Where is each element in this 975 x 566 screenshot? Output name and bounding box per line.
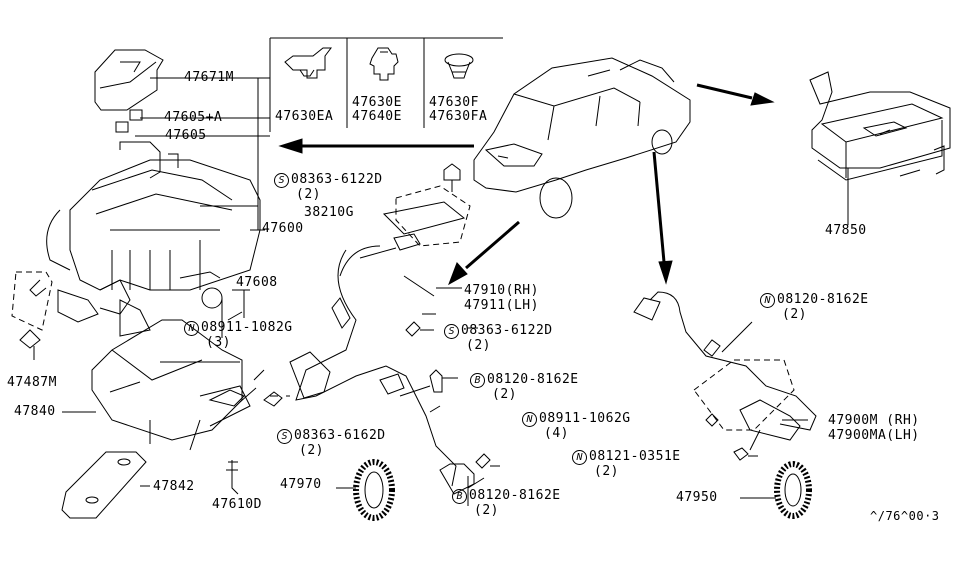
part-number: 08120-8162E	[469, 488, 561, 503]
tone-ring-47950	[740, 461, 812, 519]
symbol-circle: S	[444, 324, 459, 339]
quantity: (3)	[206, 335, 231, 350]
fasteners	[422, 163, 478, 329]
symbol-circle: S	[277, 429, 292, 444]
part-47950: 47950	[676, 490, 718, 505]
quantity: (4)	[544, 426, 569, 441]
part-47900M: 47900M (RH)	[828, 413, 920, 428]
part-47911: 47911(LH)	[464, 298, 539, 313]
bracket-47840	[11, 271, 251, 519]
part-number: 08911-1062G	[539, 411, 631, 426]
part-47487M: 47487M	[7, 375, 57, 390]
part-number: 08363-6122D	[291, 172, 383, 187]
arrows	[278, 83, 775, 286]
part-47842: 47842	[153, 479, 195, 494]
part-47900MA: 47900MA(LH)	[828, 428, 920, 443]
part-47671M: 47671M	[184, 70, 234, 85]
part-47840: 47840	[14, 404, 56, 419]
symbol-circle: S	[274, 173, 289, 188]
symbol-circle: N	[760, 293, 775, 308]
part-number: 08120-8162E	[487, 372, 579, 387]
symbol-circle: N	[184, 321, 199, 336]
part-47630F: 47630F	[429, 95, 479, 110]
quantity: (2)	[594, 464, 619, 479]
part-47630EA: 47630EA	[275, 109, 334, 124]
part-47605: 47605	[165, 128, 207, 143]
part-47608: 47608	[236, 275, 278, 290]
vehicle-outline	[473, 57, 691, 219]
part-47850: 47850	[825, 223, 867, 238]
diagram-code: ^/76^00·3	[870, 509, 940, 523]
part-47640E: 47640E	[352, 109, 402, 124]
quantity: (2)	[492, 387, 517, 402]
part-47605A: 47605+A	[164, 110, 223, 125]
part-number: 08911-1082G	[201, 320, 293, 335]
part-47630FA: 47630FA	[429, 109, 488, 124]
quantity: (2)	[466, 338, 491, 353]
symbol-circle: B	[452, 489, 467, 504]
symbol-circle: N	[572, 450, 587, 465]
symbol-circle: B	[470, 373, 485, 388]
part-47600: 47600	[262, 221, 304, 236]
part-number: 08363-6122D	[461, 323, 553, 338]
part-number: 08121-0351E	[589, 449, 681, 464]
quantity: (2)	[782, 307, 807, 322]
part-number: 08363-6162D	[294, 428, 386, 443]
quantity: (2)	[474, 503, 499, 518]
quantity: (2)	[299, 443, 324, 458]
wheel-sensor-rear	[263, 185, 500, 506]
clip-parts-box	[269, 37, 503, 132]
part-47970: 47970	[280, 477, 322, 492]
symbol-circle: N	[522, 412, 537, 427]
part-38210G: 38210G	[304, 205, 354, 220]
wheel-sensor-front	[633, 291, 817, 461]
abs-actuator	[29, 49, 261, 337]
tone-ring-47970	[336, 459, 395, 521]
part-47910: 47910(RH)	[464, 283, 539, 298]
quantity: (2)	[296, 187, 321, 202]
leader-lines-left	[62, 77, 278, 487]
part-47630E: 47630E	[352, 95, 402, 110]
control-unit-47850	[809, 71, 951, 225]
part-47610D: 47610D	[212, 497, 262, 512]
part-number: 08120-8162E	[777, 292, 869, 307]
